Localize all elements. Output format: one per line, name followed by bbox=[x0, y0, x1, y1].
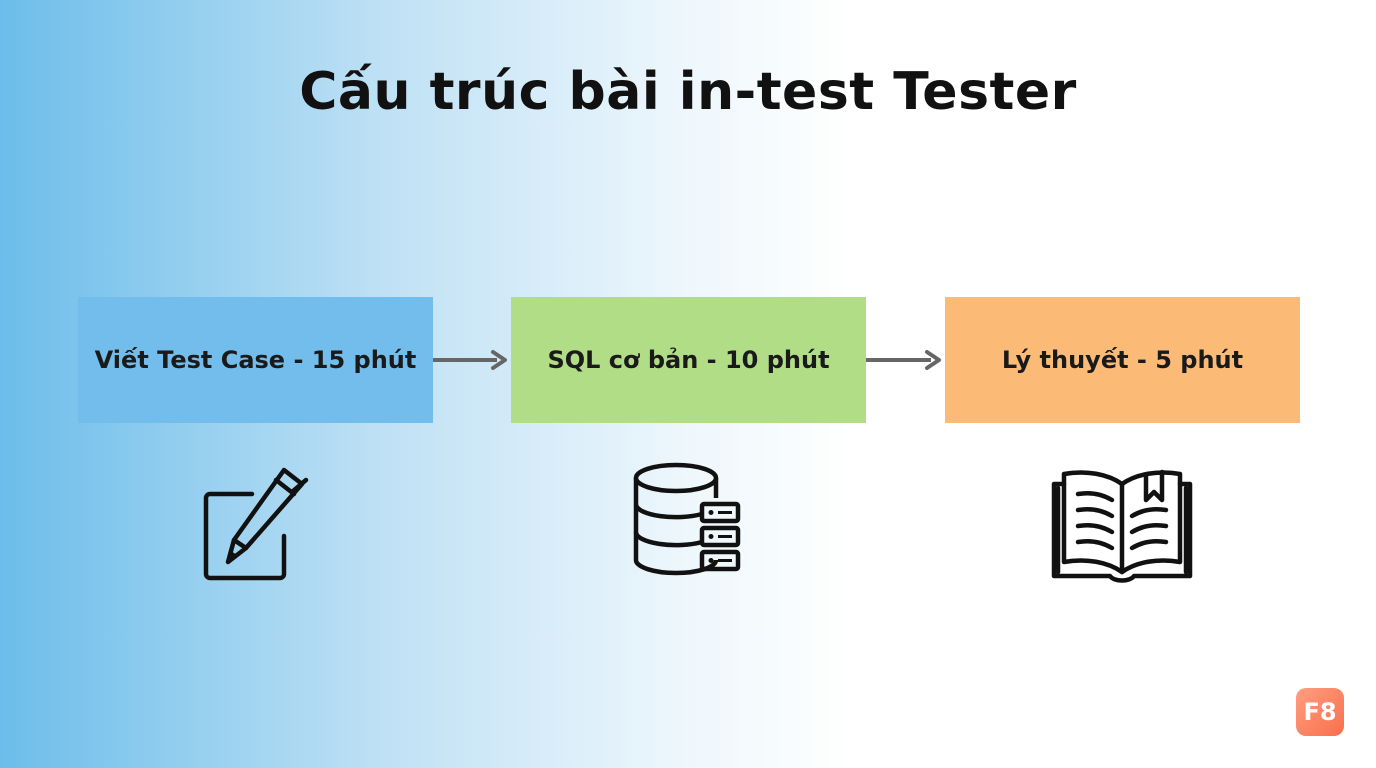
flow-arrow-1 bbox=[433, 350, 507, 370]
step-label: SQL cơ bản - 10 phút bbox=[547, 346, 830, 374]
database-server-icon bbox=[633, 462, 741, 576]
step-box-theory: Lý thuyết - 5 phút bbox=[945, 297, 1300, 423]
open-book-icon bbox=[1051, 469, 1193, 583]
step-box-test-case: Viết Test Case - 15 phút bbox=[78, 297, 433, 423]
f8-logo: F8 bbox=[1296, 688, 1344, 736]
step-box-sql: SQL cơ bản - 10 phút bbox=[511, 297, 866, 423]
step-label: Lý thuyết - 5 phút bbox=[1001, 346, 1244, 374]
step-label: Viết Test Case - 15 phút bbox=[94, 346, 417, 374]
slide-title: Cấu trúc bài in-test Tester bbox=[299, 62, 1077, 122]
pencil-square-icon bbox=[203, 467, 309, 581]
flow-arrow-2 bbox=[866, 350, 941, 370]
